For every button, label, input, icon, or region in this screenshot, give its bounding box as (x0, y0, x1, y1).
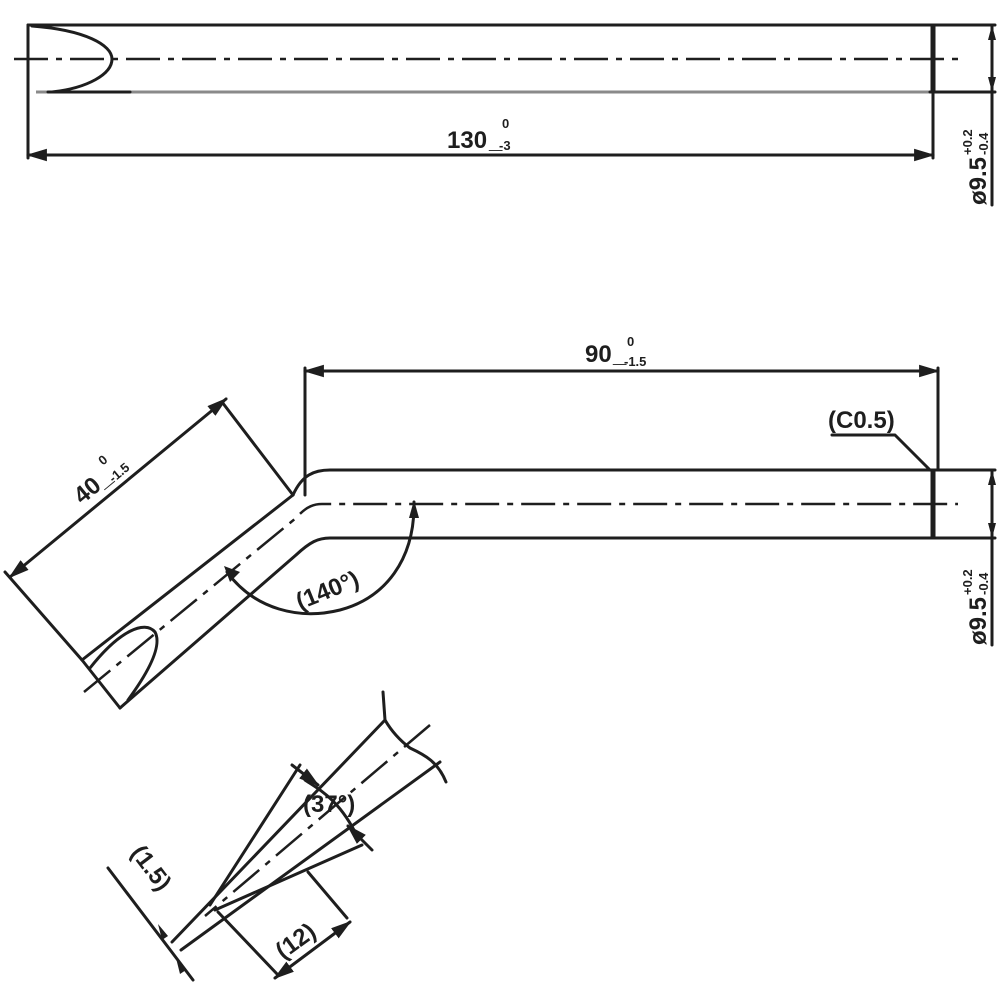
straight-length-dimension-label: 90 _ 0 -1.5 (585, 334, 646, 369)
length-dimension-label: 130 _ 0 -3 (447, 116, 511, 154)
tip-detail-view: (37°) (1.5) (12) (106, 690, 448, 982)
bent-tip-end-face (80, 658, 122, 710)
chamfer-leader-line (830, 433, 932, 472)
angled-length-dimension-label: 40 _ 0 -1.5 (69, 452, 133, 510)
svg-text:-0.4: -0.4 (976, 572, 991, 595)
tip-detail-centerline (204, 724, 431, 917)
svg-text:0: 0 (502, 116, 509, 131)
taper-bottom-line (213, 843, 364, 912)
break-line (381, 690, 448, 784)
svg-text:+0.2: +0.2 (960, 129, 975, 155)
angled-length-dimension-line (8, 397, 228, 579)
straight-tip-view: 130 _ 0 -3 ø9.5 +0.2 -0.4 (14, 23, 997, 207)
bend-angle-arc (225, 500, 416, 616)
chamfer-label: (C0.5) (828, 407, 895, 434)
bent-tip-view: 90 _ 0 -1.5 40 _ 0 -1.5 (140°) (C0.5) (3, 334, 997, 710)
taper-length-dimension-line (273, 920, 352, 980)
taper-top-line (208, 763, 302, 907)
bent-tip-angled-top-edge (80, 493, 295, 662)
tip-width-dimension-line (106, 866, 195, 982)
svg-text:90: 90 (585, 341, 612, 368)
tip-width-label: (1.5) (125, 840, 176, 896)
svg-text:(1.5): (1.5) (125, 840, 176, 896)
bent-chisel-face-curve (88, 625, 159, 702)
svg-text:ø9.5: ø9.5 (965, 157, 992, 205)
svg-text:0: 0 (627, 334, 634, 349)
taper-angle-arc (303, 778, 360, 840)
bent-tip-top-edge (291, 468, 977, 497)
svg-text:_: _ (488, 127, 503, 154)
svg-text:-0.4: -0.4 (976, 132, 991, 155)
svg-text:+0.2: +0.2 (960, 569, 975, 595)
taper-angle-label: (37°) (303, 791, 355, 818)
bend-angle-label: (140°) (292, 566, 363, 616)
svg-text:ø9.5: ø9.5 (965, 597, 992, 645)
bent-diameter-dimension-label: ø9.5 +0.2 -0.4 (960, 569, 992, 645)
svg-text:130: 130 (447, 127, 487, 154)
svg-text:(140°): (140°) (292, 566, 363, 616)
bent-tip-bottom-edge (118, 536, 977, 710)
svg-text:-3: -3 (499, 138, 511, 153)
svg-text:-1.5: -1.5 (624, 354, 646, 369)
taper-length-label: (12) (271, 918, 321, 965)
chisel-face-curve (30, 24, 114, 94)
bent-tip-centerline (83, 502, 958, 693)
tip-detail-top-edge (170, 718, 387, 944)
diameter-dimension-label: ø9.5 +0.2 -0.4 (960, 129, 992, 205)
svg-text:(12): (12) (271, 918, 321, 965)
svg-text:_: _ (612, 341, 627, 368)
